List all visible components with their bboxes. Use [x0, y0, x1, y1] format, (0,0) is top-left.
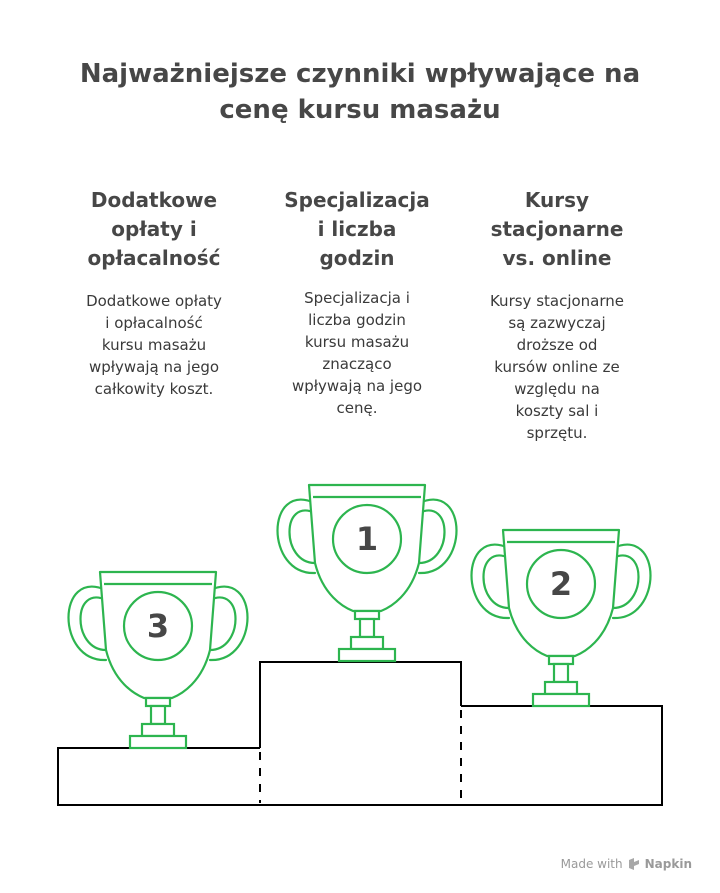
heading-line: opłacalność — [87, 246, 221, 270]
made-with-napkin-footer: Made with Napkin — [561, 857, 692, 871]
trophy-icon: 3 — [67, 570, 249, 750]
description-line: Specjalizacja i — [304, 289, 410, 307]
description-line: kursu masażu — [304, 333, 410, 351]
title-line-2: cenę kursu masażu — [219, 95, 501, 125]
description-line: sprzętu. — [526, 424, 588, 442]
heading-line: opłaty i — [111, 217, 197, 241]
napkin-logo-icon — [628, 858, 639, 870]
heading-line: Kursy — [524, 188, 590, 212]
podium-step-first — [259, 661, 462, 748]
rank-number: 1 — [356, 520, 378, 558]
title-line-1: Najważniejsze czynniki wpływające na — [79, 59, 641, 89]
footer-brand: Napkin — [644, 857, 692, 871]
podium-step-second — [461, 705, 663, 806]
description-line: liczba godzin — [308, 311, 406, 329]
description-line: są zazwyczaj — [508, 314, 606, 332]
heading-line: i liczba — [317, 217, 397, 241]
heading-line: godzin — [319, 246, 395, 270]
description-stationary-vs-online: Kursy stacjonarne są zazwyczaj droższe o… — [457, 290, 657, 444]
description-line: kursów online ze — [494, 358, 620, 376]
description-additional-fees: Dodatkowe opłaty i opłacalność kursu mas… — [54, 290, 254, 400]
description-line: Dodatkowe opłaty — [86, 292, 222, 310]
heading-line: Dodatkowe — [90, 188, 218, 212]
heading-line: Specjalizacja — [284, 188, 430, 212]
trophy-icon: 2 — [470, 528, 652, 708]
footer-prefix: Made with — [560, 857, 623, 871]
page-title: Najważniejsze czynniki wpływające na cen… — [0, 56, 720, 128]
description-line: wpływają na jego — [88, 358, 220, 376]
podium-step-third — [57, 747, 260, 806]
description-specialization: Specjalizacja i liczba godzin kursu masa… — [257, 287, 457, 419]
description-line: względu na — [514, 380, 600, 398]
heading-additional-fees: Dodatkowe opłaty i opłacalność — [59, 186, 249, 273]
description-line: kursu masażu — [101, 336, 207, 354]
rank-number: 2 — [550, 565, 572, 603]
description-line: i opłacalność — [105, 314, 203, 332]
description-line: droższe od — [516, 336, 598, 354]
trophy-icon: 1 — [276, 483, 458, 663]
description-line: wpływają na jego — [291, 377, 423, 395]
rank-number: 3 — [147, 607, 169, 645]
description-line: znacząco — [322, 355, 392, 373]
heading-specialization: Specjalizacja i liczba godzin — [262, 186, 452, 273]
heading-stationary-vs-online: Kursy stacjonarne vs. online — [462, 186, 652, 273]
description-line: Kursy stacjonarne — [489, 292, 625, 310]
heading-line: stacjonarne — [490, 217, 624, 241]
description-line: koszty sal i — [515, 402, 599, 420]
heading-line: vs. online — [502, 246, 612, 270]
description-line: cenę. — [336, 399, 378, 417]
description-line: całkowity koszt. — [94, 380, 214, 398]
